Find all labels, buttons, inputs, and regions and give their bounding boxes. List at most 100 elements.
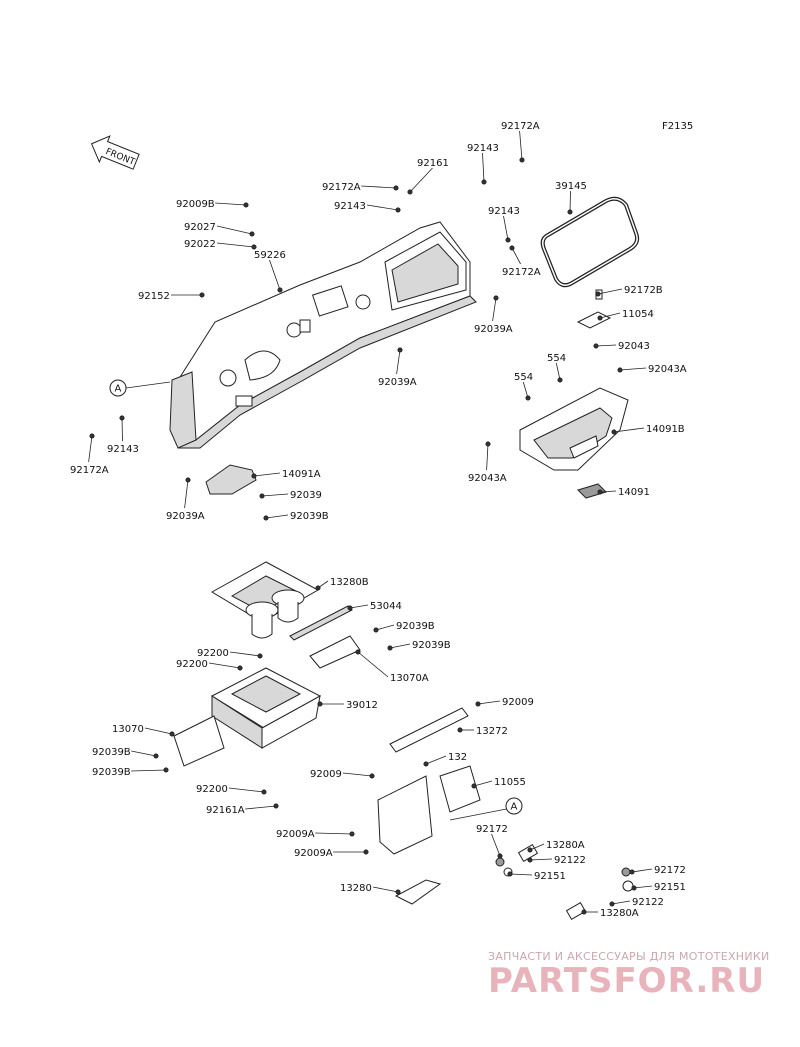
part-number-label: 92172 (654, 865, 686, 876)
callout-14091: 14091 (597, 487, 650, 498)
part-number-label: 92200 (197, 648, 229, 659)
leader-line (522, 381, 529, 399)
part-number-label: 11055 (494, 777, 526, 788)
fastener-icon (423, 761, 429, 767)
callout-layer: 92172A921439216192172A921433914592009B92… (70, 121, 687, 919)
callout-92122: 92122 (609, 897, 664, 908)
callout-92200: 92200 (197, 648, 263, 659)
part-number-label: 92009B (176, 199, 215, 210)
leader-line (425, 755, 447, 765)
callout-92172A: 92172A (70, 433, 109, 476)
screw-92172-1 (495, 857, 505, 867)
part-number-label: 554 (547, 353, 566, 364)
part-number-label: 92172B (624, 285, 663, 296)
leader-line (375, 624, 395, 631)
fastener-icon (481, 179, 487, 185)
part-number-label: 92039B (396, 621, 435, 632)
callout-92022: 92022 (184, 239, 257, 250)
part-number-label: 132 (448, 752, 467, 763)
fastener-icon (153, 753, 159, 759)
fastener-icon (249, 231, 255, 237)
leader-line (519, 130, 523, 161)
fastener-icon (119, 415, 125, 421)
callout-92039: 92039 (259, 490, 322, 501)
leader-line (555, 362, 561, 381)
callout-92009A: 92009A (276, 829, 355, 840)
bracket-13070a (309, 635, 361, 669)
reference-leader (125, 381, 171, 389)
fastener-icon (595, 291, 601, 297)
reference-letter: A (511, 802, 518, 813)
part-number-label: 92143 (107, 444, 139, 455)
fastener-icon (347, 605, 353, 611)
callout-92172A: 92172A (502, 245, 541, 278)
leader-line (599, 490, 617, 493)
callout-92039B: 92039B (373, 621, 435, 633)
part-number-label: 92200 (176, 659, 208, 670)
part-number-label: 92143 (467, 143, 499, 154)
figure-code: F2135 (662, 121, 693, 132)
fastener-icon (243, 202, 249, 208)
fastener-icon (567, 209, 573, 215)
part-number-label: 92172A (70, 465, 109, 476)
callout-13280: 13280 (340, 883, 401, 895)
fastener-icon (199, 292, 205, 298)
fastener-icon (395, 889, 401, 895)
callout-92172A: 92172A (501, 121, 540, 163)
part-number-label: 92027 (184, 222, 216, 233)
callout-92043A: 92043A (617, 364, 687, 375)
fastener-icon (397, 347, 403, 353)
part-number-label: 92009 (502, 697, 534, 708)
storage-box-39012 (210, 667, 322, 749)
bracket-132 (377, 775, 433, 855)
callout-92143: 92143 (488, 206, 520, 243)
callout-92172: 92172 (476, 824, 508, 859)
leader-line (349, 604, 369, 609)
leader-line (396, 349, 401, 375)
part-number-label: 92043A (648, 364, 687, 375)
leader-line (228, 787, 265, 793)
callout-13280A: 13280A (581, 908, 639, 919)
callout-554: 554 (514, 372, 533, 401)
fastener-icon (581, 909, 587, 915)
part-number-label: 92039A (166, 511, 205, 522)
part-number-label: 53044 (370, 601, 402, 612)
callout-13070A: 13070A (355, 649, 429, 684)
callout-53044: 53044 (347, 601, 402, 612)
fastener-icon (251, 244, 257, 250)
fastener-icon (527, 857, 533, 863)
fastener-icon (527, 847, 533, 853)
callout-13070: 13070 (112, 724, 175, 737)
fastener-icon (475, 701, 481, 707)
fastener-icon (497, 853, 503, 859)
leader-line (265, 514, 289, 519)
part-number-label: 92122 (632, 897, 664, 908)
leader-line (529, 843, 545, 851)
leader-line (599, 312, 621, 319)
part-number-label: 92043 (618, 341, 650, 352)
fastener-icon (259, 493, 265, 499)
part-number-label: 92151 (654, 882, 686, 893)
part-number-label: 92161A (206, 805, 245, 816)
leader-line (366, 204, 399, 211)
callout-554: 554 (547, 353, 566, 383)
leader-line (595, 344, 617, 347)
part-number-label: 11054 (622, 309, 654, 320)
fastener-icon (597, 315, 603, 321)
fastener-icon (387, 645, 393, 651)
bracket-13070 (173, 715, 225, 767)
leader-line (372, 886, 399, 893)
hinge-11054 (576, 289, 612, 329)
leader-line (486, 443, 489, 471)
leader-line (269, 259, 281, 291)
fastener-icon (395, 207, 401, 213)
leader-line (184, 479, 189, 509)
part-number-label: 59226 (254, 250, 286, 261)
fastener-icon (315, 585, 321, 591)
leader-line (597, 288, 623, 295)
fastener-icon (369, 773, 375, 779)
fastener-icon (407, 189, 413, 195)
callout-92039A: 92039A (474, 295, 513, 335)
callout-92009: 92009 (310, 769, 375, 780)
fastener-icon (169, 731, 175, 737)
